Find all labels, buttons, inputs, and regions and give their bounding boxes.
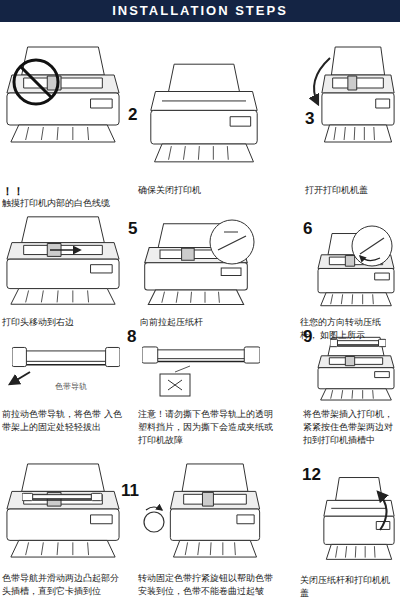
magnify-inset xyxy=(352,226,392,266)
printer-figure xyxy=(7,217,119,304)
step-caption: 前拉动色带导轨，将色带 入色带架上的固定处轻轻拔出 xyxy=(2,408,122,434)
step-caption: 注意！请勿撕下色带导轨上的透明 塑料挡片，因为撕下会造成夹纸或 打印机故障 xyxy=(138,408,278,447)
motion-arrow xyxy=(10,372,30,384)
ribbon-cartridge xyxy=(22,493,102,500)
printer-figure xyxy=(322,47,394,142)
motion-arrow xyxy=(146,507,162,510)
step-caption: 色带导航并滑动两边凸起部分 头插槽，直到它卡插到位 xyxy=(2,572,124,598)
step-caption: 往您的方向转动压纸杆， 如图上所示 xyxy=(300,316,398,342)
tension-knob xyxy=(144,512,164,532)
step-caption: 打开打印机机盖 xyxy=(305,184,368,197)
motion-arrow xyxy=(378,492,387,530)
step-number: 6 xyxy=(303,220,312,238)
lever-detail xyxy=(218,232,246,250)
step-number: 11 xyxy=(121,482,139,500)
step-caption: 触摸打印机内部的白色线缆 xyxy=(2,197,127,210)
lever-detail xyxy=(360,238,384,254)
prohibit-sign xyxy=(14,60,58,104)
motion-arrow xyxy=(50,249,80,251)
step-caption: 将色带架插入打印机， 紧紧按住色带架两边对 扣到打印机插槽中 xyxy=(303,408,395,447)
ribbon-cartridge xyxy=(12,347,120,366)
step-number: 12 xyxy=(302,466,321,484)
step-number: 5 xyxy=(128,220,137,238)
step-caption: 关闭压纸杆和打印机机盖 xyxy=(300,574,398,600)
magnify-inset xyxy=(210,220,254,264)
guard-mark xyxy=(168,380,182,390)
step-number: 3 xyxy=(305,110,314,128)
step-number: 2 xyxy=(128,106,137,124)
leader-line xyxy=(175,366,190,372)
ribbon-cartridge xyxy=(330,339,386,346)
part-label: 色带导轨 xyxy=(55,380,87,393)
ribbon-cartridge xyxy=(142,347,260,363)
step-caption: 向前拉起压纸杆 xyxy=(140,316,203,329)
printer-figure xyxy=(7,47,119,142)
printer-figure xyxy=(318,337,394,400)
step-number: 9 xyxy=(303,328,312,346)
step-caption: 确保关闭打印机 xyxy=(138,184,201,197)
printer-figure xyxy=(151,64,257,162)
motion-arrow xyxy=(314,58,330,104)
header-title: INSTALLATION STEPS xyxy=(0,3,400,19)
plastic-guard xyxy=(160,374,190,396)
step-number: 8 xyxy=(127,328,136,346)
motion-arrow xyxy=(360,256,380,261)
warning-mark: ！！ xyxy=(2,182,24,200)
step-caption: 打印头移动到右边 xyxy=(2,316,127,329)
prohibit-slash xyxy=(21,67,51,97)
step-caption: 转动固定色带拧紧旋钮以帮助色带 安装到位，色带不能卷曲过起皱 xyxy=(138,572,278,598)
printer-figure xyxy=(7,464,119,557)
printer-figure xyxy=(170,464,259,557)
printer-figure xyxy=(324,478,394,560)
